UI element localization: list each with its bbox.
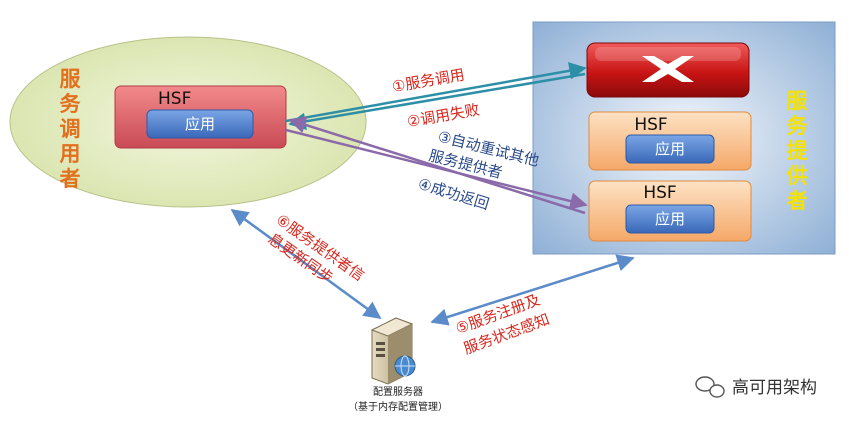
provider-hsf-title-1: HSF [634, 115, 667, 135]
consumer-app-box [146, 109, 254, 139]
config-server-subtitle: （基于内存配置管理） [348, 400, 448, 413]
arrow-call-failed [288, 72, 586, 130]
consumer-app-label: 应用 [185, 115, 215, 133]
arrow-provider-sync [230, 208, 382, 320]
config-server-icon [370, 317, 416, 385]
arrow-success-return [288, 116, 586, 215]
watermark-text: 高可用架构 [732, 378, 817, 398]
consumer-hsf-title: HSF [158, 89, 191, 109]
provider-app-label-2: 应用 [655, 210, 685, 228]
step-2-label: ②调用失败 [406, 100, 481, 130]
provider-hsf-title-2: HSF [643, 183, 676, 203]
config-server-title: 配置服务器 [373, 385, 423, 398]
provider-app-box-1 [625, 134, 715, 164]
provider-app-box-2 [625, 204, 715, 234]
arrow-service-call [285, 62, 587, 123]
arrow-retry-other [285, 128, 588, 210]
provider-label: 服务提供者 [786, 89, 809, 213]
close-icon [642, 56, 694, 82]
consumer-label: 服务调用者 [60, 67, 82, 191]
provider-app-label-1: 应用 [655, 140, 685, 158]
wechat-logo-icon [695, 376, 725, 398]
arrow-registration [430, 254, 635, 326]
